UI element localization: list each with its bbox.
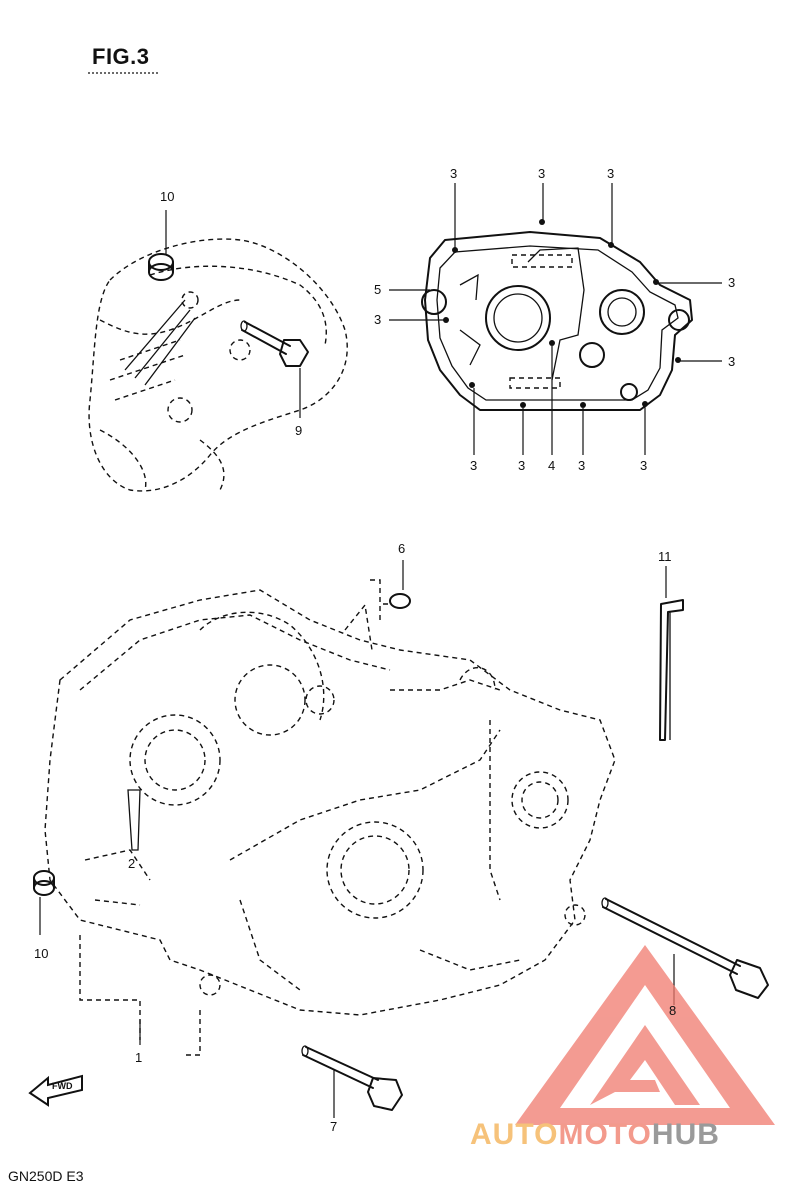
fwd-label: FWD [52, 1081, 73, 1091]
callout-1: 1 [135, 1050, 143, 1065]
callout-3-left: 3 [374, 312, 382, 327]
model-code: GN250D E3 [8, 1168, 84, 1184]
callout-3-top-c: 3 [607, 166, 615, 181]
watermark-moto: MOTO [558, 1118, 652, 1151]
watermark-auto: AUTO [470, 1118, 559, 1151]
callout-3-top-b: 3 [538, 166, 546, 181]
callout-11: 11 [658, 549, 672, 564]
watermark-logo-icon [515, 945, 775, 1125]
callout-5: 5 [374, 282, 382, 297]
left-crankcase-half-sketch [88, 210, 348, 492]
callout-9: 9 [295, 423, 303, 438]
callout-7: 7 [330, 1119, 338, 1134]
watermark-hub: HUB [651, 1118, 720, 1151]
watermark-text: AUTOMOTOHUB [470, 1118, 720, 1152]
crankcase-assembly-sketch [33, 560, 769, 1118]
crankcase-gasket-sketch [389, 183, 722, 455]
callout-3-bottom-c: 3 [578, 458, 586, 473]
callout-3-right-b: 3 [728, 354, 736, 369]
callout-10-top: 10 [160, 189, 175, 204]
callout-3-top-a: 3 [450, 166, 458, 181]
callout-10-bottom: 10 [34, 946, 49, 961]
figure-title: FIG.3 [92, 44, 150, 69]
callout-3-bottom-b: 3 [518, 458, 526, 473]
callout-3-bottom-d: 3 [640, 458, 648, 473]
callout-3-bottom-a: 3 [470, 458, 478, 473]
callout-3-right-a: 3 [728, 275, 736, 290]
fwd-arrow-icon [28, 1074, 83, 1107]
callout-6: 6 [398, 541, 406, 556]
callout-2: 2 [128, 856, 136, 871]
callout-4: 4 [548, 458, 556, 473]
callout-8: 8 [669, 1003, 677, 1018]
